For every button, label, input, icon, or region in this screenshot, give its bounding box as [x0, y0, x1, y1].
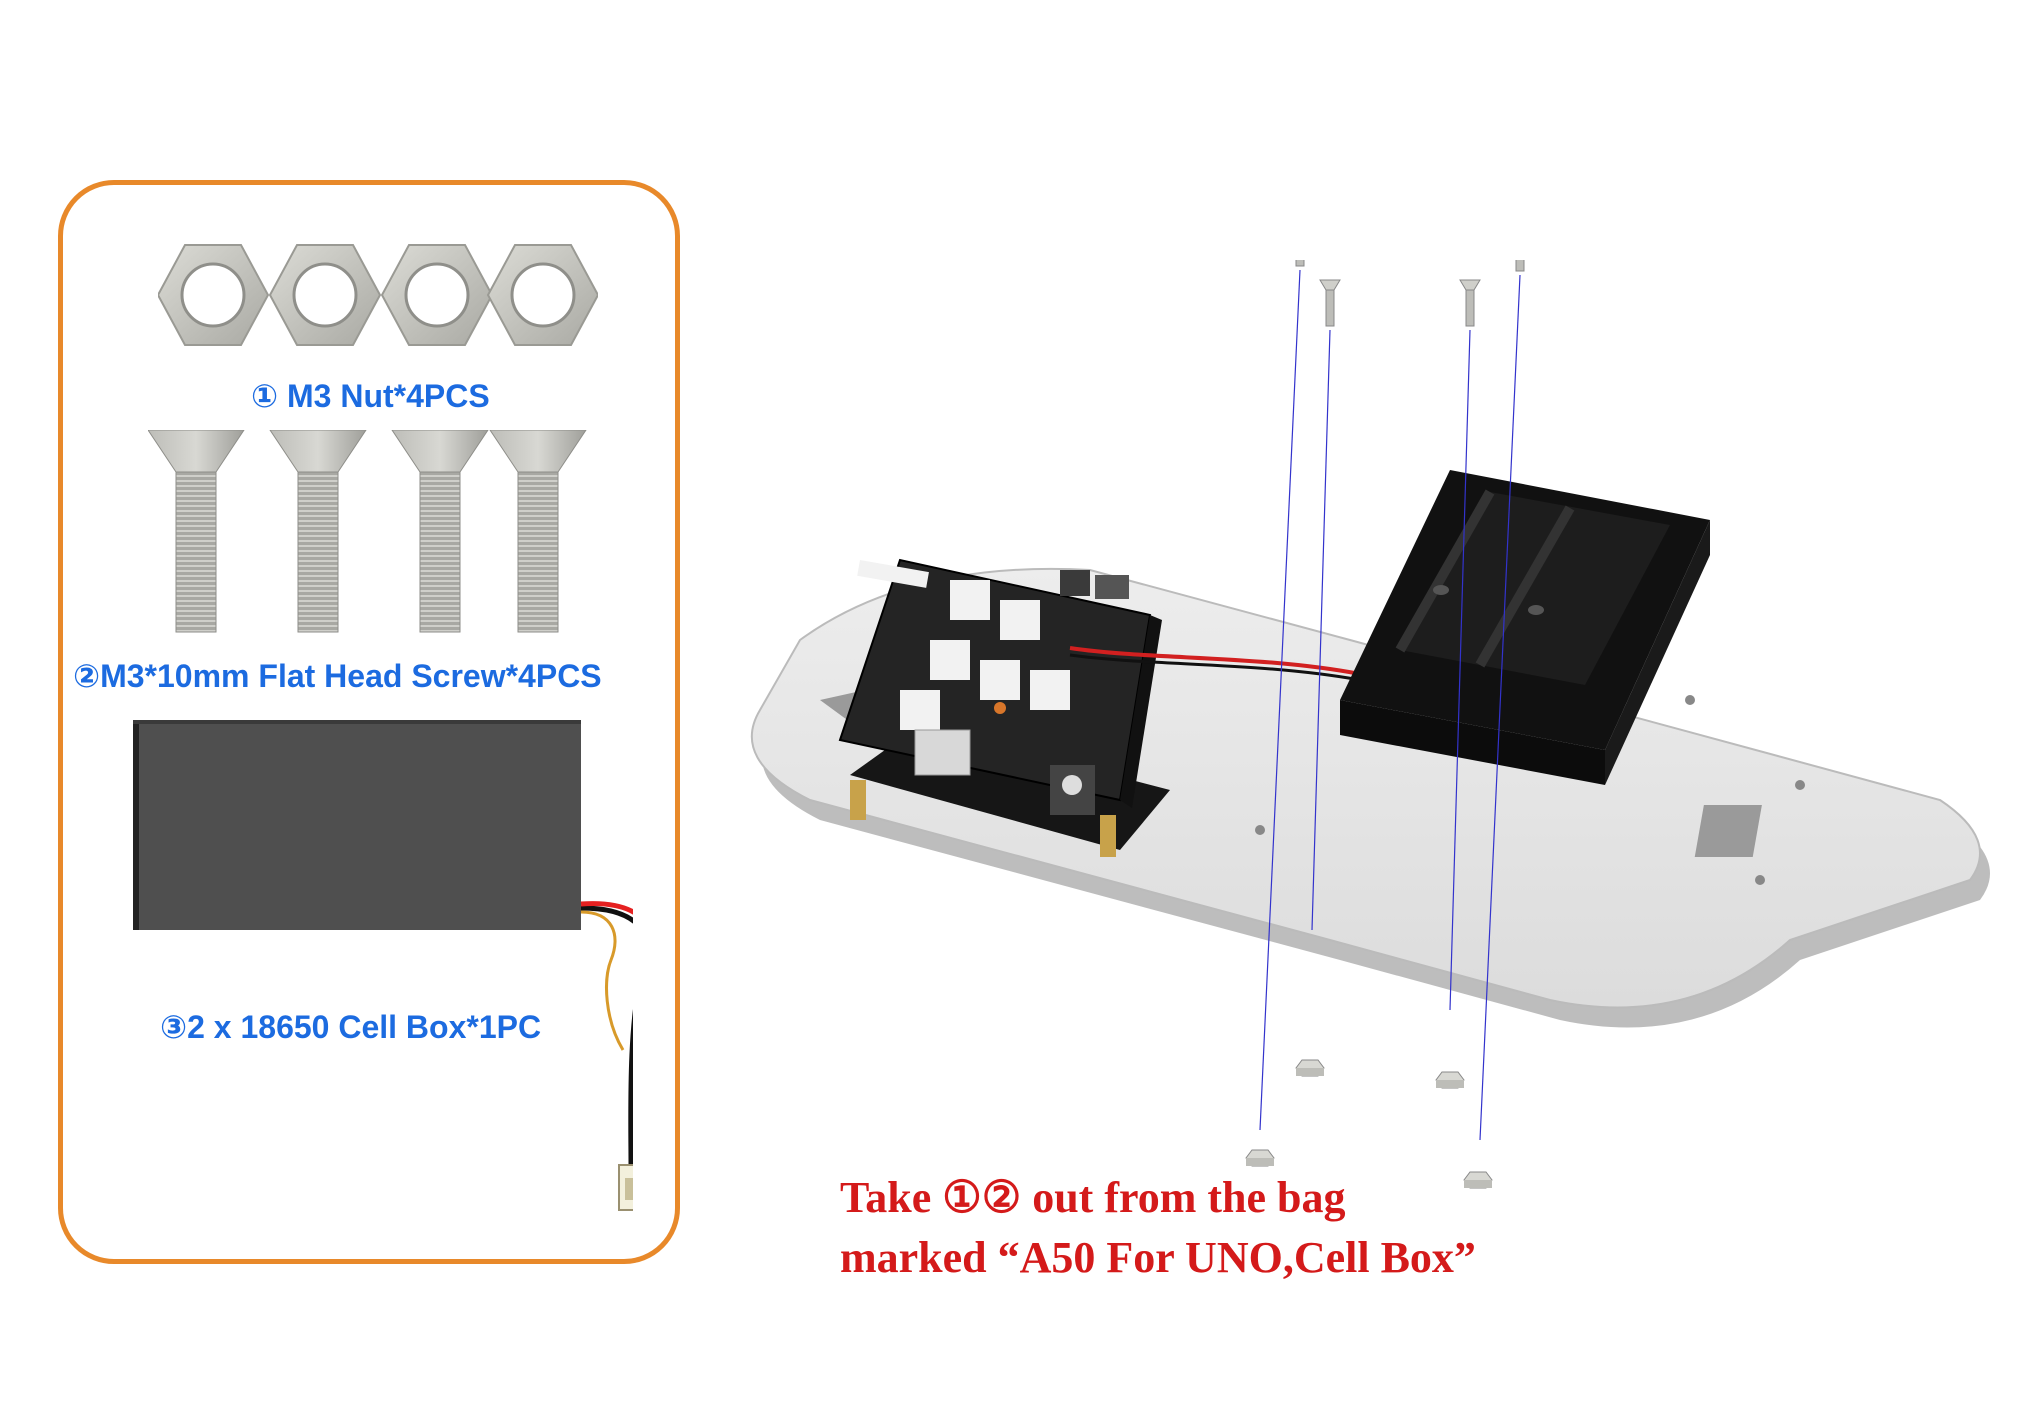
instruction-line-2: marked “A50 For UNO,Cell Box”	[840, 1232, 1476, 1283]
part-label-screw: ②M3*10mm Flat Head Screw*4PCS	[73, 657, 602, 695]
assembly-diagram	[700, 260, 2000, 1240]
flat-head-screw-icon	[1290, 260, 1310, 266]
flat-head-screw-icon	[1510, 260, 1530, 271]
hex-nut-icon	[270, 245, 380, 345]
flat-head-screw-icon	[392, 430, 488, 632]
hex-nut-icon	[158, 245, 268, 345]
instruction-line-1: Take ①② out from the bag	[840, 1172, 1345, 1223]
hex-nut-icon	[1436, 1072, 1464, 1088]
hex-nut-icon	[1296, 1060, 1324, 1076]
part-label-nut: ① M3 Nut*4PCS	[251, 377, 490, 415]
flat-head-screw-icon	[490, 430, 586, 632]
flat-head-screw-icon	[1320, 280, 1340, 326]
flat-head-screw-icon	[148, 430, 244, 632]
hex-nut-icon	[382, 245, 492, 345]
parts-panel: ① M3 Nut*4PCS	[58, 180, 680, 1264]
cell-box-icon	[133, 720, 633, 1240]
flat-head-screw-icon	[1460, 280, 1480, 326]
hex-nut-icon	[1464, 1172, 1492, 1188]
hex-nut-icon	[1246, 1150, 1274, 1166]
flat-head-screw-icon	[270, 430, 366, 632]
exploded-screws	[1290, 260, 1530, 326]
hex-nut-icon	[488, 245, 598, 345]
exploded-nuts	[1246, 1060, 1492, 1188]
nuts-group	[158, 240, 598, 360]
part-label-cell-box: ③2 x 18650 Cell Box*1PC	[160, 1008, 541, 1046]
screws-group	[148, 430, 588, 635]
